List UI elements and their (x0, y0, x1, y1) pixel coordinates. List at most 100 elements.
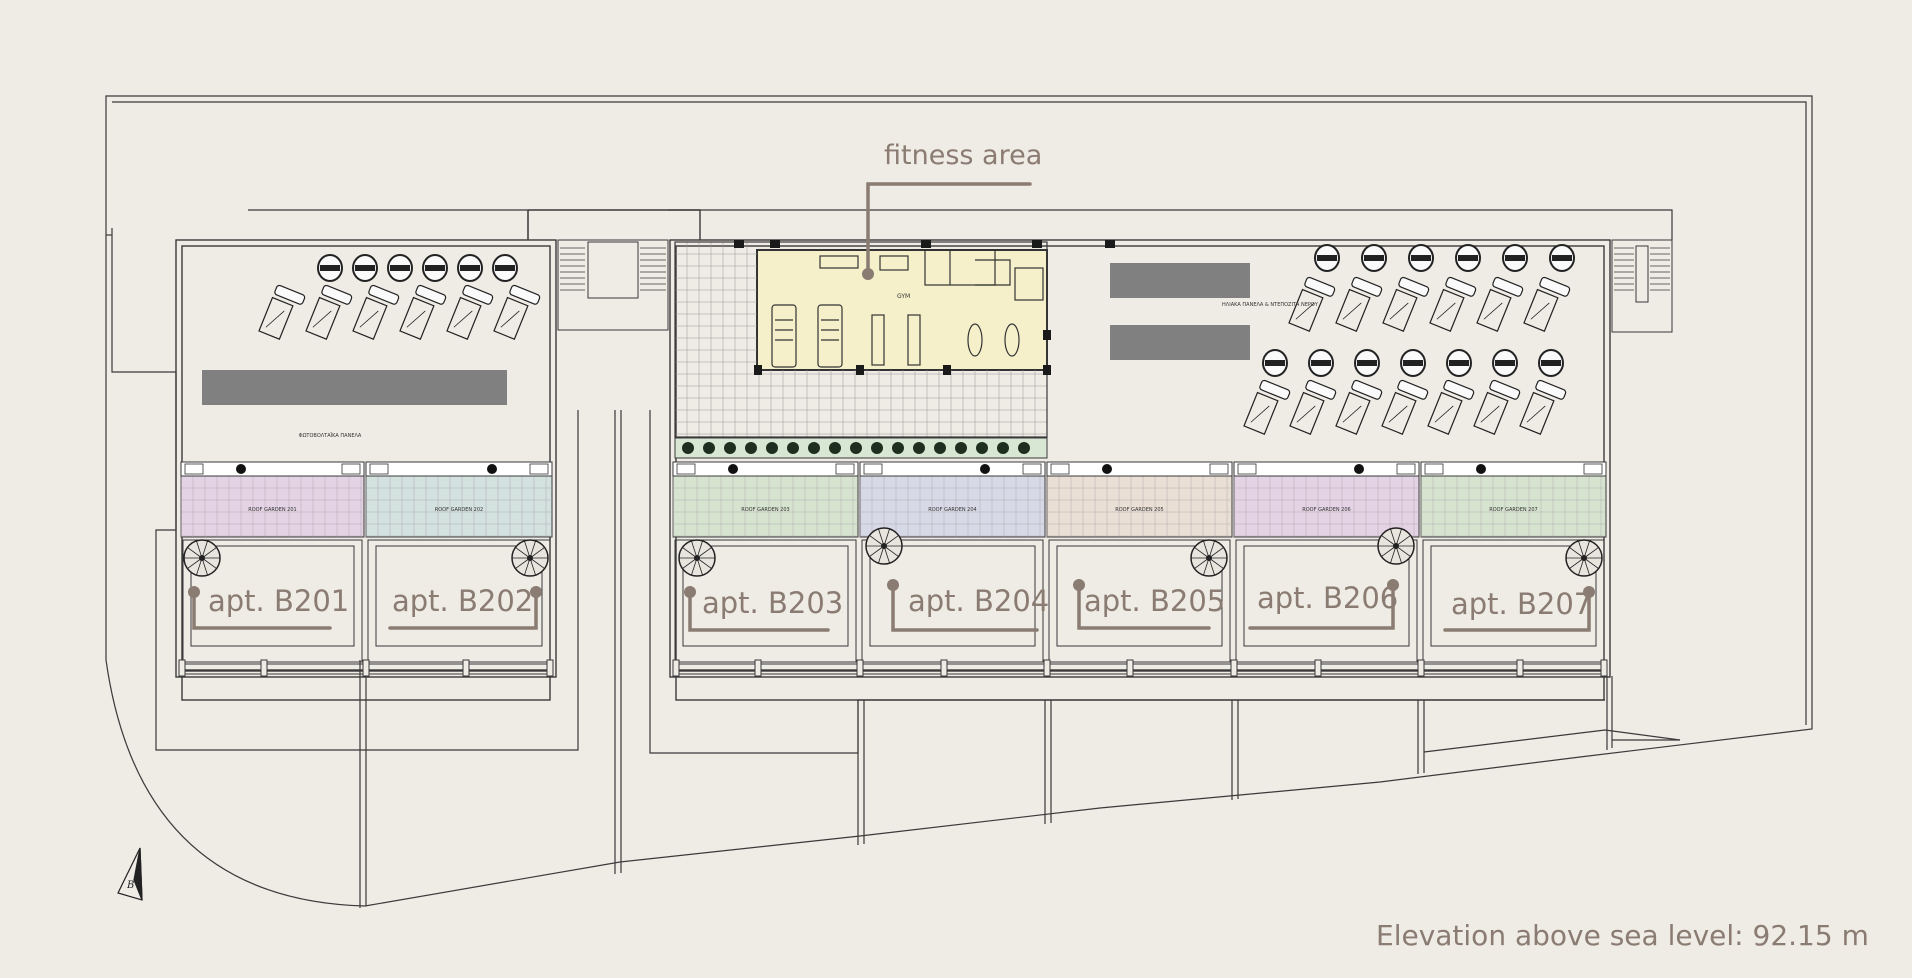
north-arrow-letter: B (126, 880, 134, 891)
water-tank-icon (352, 254, 378, 282)
planter-plants (682, 442, 1030, 454)
north-arrow (117, 847, 143, 901)
spiral-stair-icon (1190, 539, 1228, 577)
apartment-label-B201: apt. B201 (208, 584, 350, 618)
gym-columns (734, 240, 1115, 375)
roof-garden-B201: ROOF GARDEN 201 (180, 461, 365, 538)
roof-garden-caption: ROOF GARDEN 207 (1489, 507, 1537, 513)
apartment-leader-dot (684, 586, 696, 598)
solar-heater-icon (1523, 276, 1571, 332)
water-tank-icon (1308, 349, 1334, 377)
building-outline (175, 209, 1611, 701)
roof-garden-caption: ROOF GARDEN 204 (928, 507, 976, 513)
roof-garden-B203: ROOF GARDEN 203 (672, 461, 859, 538)
solar-heater-icon (1381, 379, 1429, 435)
spiral-stair-icon (183, 539, 221, 577)
water-tanks (317, 244, 1575, 377)
water-tank-icon (387, 254, 413, 282)
apartment-leader-dot (1387, 579, 1399, 591)
water-tank-icon (1400, 349, 1426, 377)
apartment-leader-line (1443, 590, 1591, 632)
solar-heater-icon (399, 284, 447, 340)
spiral-stair-icon (511, 539, 549, 577)
roof-garden-caption: ROOF GARDEN 206 (1302, 507, 1350, 513)
spiral-stair-icon (1377, 527, 1415, 565)
apartment-leader-dot (887, 579, 899, 591)
solar-heater-icon (1288, 276, 1336, 332)
water-tank-icon (317, 254, 343, 282)
gym-equipment (771, 249, 1044, 368)
solar-caption-left: ΦΩΤΟΒΟΛΤΑΪΚΑ ΠΑΝΕΛΑ (299, 432, 362, 439)
solar-panels (202, 263, 1250, 405)
roof-gardens: ROOF GARDEN 201 ROOF GARDEN 202 ROOF GARDE… (180, 461, 1607, 538)
water-tank-icon (457, 254, 483, 282)
spiral-stair-icon (678, 539, 716, 577)
fitness-area-label: fitness area (884, 140, 1043, 171)
solar-caption-right: ΗΛΙΑΚΑ ΠΑΝΕΛΑ & ΝΤΕΠΟΖΙΤΑ ΝΕΡΟΥ (1222, 302, 1319, 308)
apartment-leader-dot (1583, 586, 1595, 598)
gym-room (756, 249, 1048, 371)
stair-cores (557, 239, 1673, 333)
solar-heaters (258, 276, 1571, 435)
water-tank-icon (1314, 244, 1340, 272)
gym-room-label: GYM (897, 293, 910, 300)
apartment-label-B207: apt. B207 (1451, 587, 1593, 621)
water-tank-icon (1455, 244, 1481, 272)
roof-garden-B205: ROOF GARDEN 205 (1046, 461, 1233, 538)
apartment-label-B204: apt. B204 (908, 584, 1050, 618)
water-tank-icon (1492, 349, 1518, 377)
roof-garden-caption: ROOF GARDEN 203 (741, 507, 789, 513)
water-tank-icon (1446, 349, 1472, 377)
balcony-rail (178, 659, 1608, 677)
solar-heater-icon (1382, 276, 1430, 332)
apartment-leader-line (688, 590, 830, 632)
fitness-leader-dot (862, 268, 874, 280)
water-tank-icon (1354, 349, 1380, 377)
roof-garden-B207: ROOF GARDEN 207 (1420, 461, 1607, 538)
spiral-stairs (183, 527, 1603, 577)
roof-garden-caption: ROOF GARDEN 202 (435, 507, 483, 513)
apartment-leader-line (891, 583, 1039, 632)
solar-heater-icon (352, 284, 400, 340)
solar-heater-icon (1476, 276, 1524, 332)
elevation-label: Elevation above sea level: 92.15 m (1376, 919, 1869, 952)
apartment-leader-line (1077, 583, 1211, 630)
solar-heater-icon (1429, 276, 1477, 332)
water-tank-icon (1538, 349, 1564, 377)
solar-heater-icon (305, 284, 353, 340)
apartment-leader-line (1248, 583, 1395, 630)
apartment-units (182, 539, 1605, 663)
solar-heater-icon (1335, 276, 1383, 332)
solar-heater-icon (258, 284, 306, 340)
apartment-label-B205: apt. B205 (1084, 584, 1226, 618)
apartment-leader-dot (1073, 579, 1085, 591)
apartment-label-B206: apt. B206 (1257, 581, 1399, 615)
solar-heater-icon (1519, 379, 1567, 435)
solar-heater-icon (1243, 379, 1291, 435)
apartment-label-B203: apt. B203 (702, 586, 844, 620)
apartment-leader-dot (188, 586, 200, 598)
spiral-stair-icon (865, 527, 903, 565)
solar-heater-icon (1473, 379, 1521, 435)
solar-heater-icon (1289, 379, 1337, 435)
roof-garden-caption: ROOF GARDEN 201 (248, 507, 296, 513)
water-tank-icon (1361, 244, 1387, 272)
water-tank-icon (1549, 244, 1575, 272)
solar-heater-icon (1335, 379, 1383, 435)
solar-heater-icon (1427, 379, 1475, 435)
roof-garden-caption: ROOF GARDEN 205 (1115, 507, 1163, 513)
roof-garden-B202: ROOF GARDEN 202 (365, 461, 553, 538)
water-tank-icon (492, 254, 518, 282)
solar-heater-icon (493, 284, 541, 340)
apartment-label-B202: apt. B202 (392, 584, 534, 618)
label-leaders (866, 182, 1032, 274)
apartment-leader-line (388, 590, 538, 630)
water-tank-icon (1262, 349, 1288, 377)
apartment-leader-dot (530, 586, 542, 598)
water-tank-icon (422, 254, 448, 282)
water-tank-icon (1502, 244, 1528, 272)
spiral-stair-icon (1565, 539, 1603, 577)
apartment-leader-line (192, 590, 332, 630)
roof-garden-B204: ROOF GARDEN 204 (859, 461, 1046, 538)
